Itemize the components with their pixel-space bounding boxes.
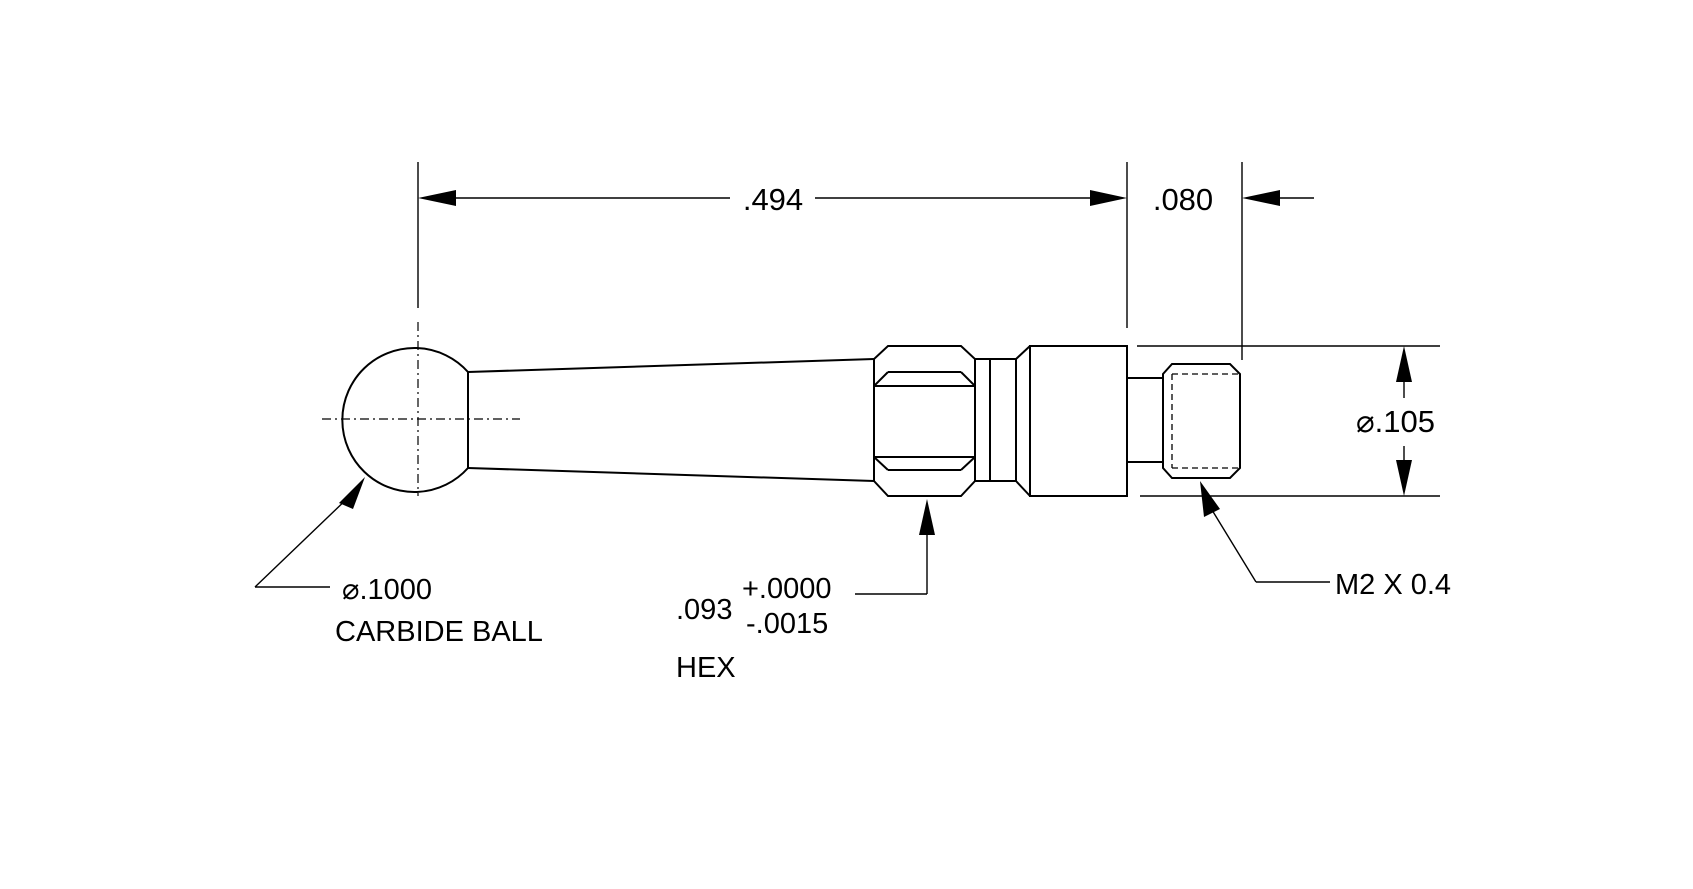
collar xyxy=(1029,345,1128,497)
thread-spec-text: M2 X 0.4 xyxy=(1335,569,1451,601)
arrowhead-thread xyxy=(1200,481,1220,517)
ball-material-text: CARBIDE BALL xyxy=(335,616,543,648)
ball-diameter-symbol: ⌀ xyxy=(342,574,359,606)
arrowhead-ball xyxy=(339,477,365,509)
ball-callout: ⌀.1000 CARBIDE BALL xyxy=(254,477,543,648)
diameter-symbol: ⌀ xyxy=(1356,404,1375,439)
ball-size-text: .1000 xyxy=(359,574,432,606)
neck-groove xyxy=(975,345,1031,497)
arrowhead-left xyxy=(418,190,456,206)
arrowhead-dia-bottom xyxy=(1396,460,1412,496)
arrowhead-right xyxy=(1090,190,1127,206)
shank-top-edge xyxy=(467,358,875,373)
thread-relief xyxy=(1127,377,1163,463)
hex-tol-plus-text: +.0000 xyxy=(742,573,832,605)
carbide-ball-outline xyxy=(341,347,469,493)
dimension-thread-length: .080 xyxy=(1153,162,1314,360)
dimension-diameter: ⌀.105 xyxy=(1137,345,1440,497)
svg-text:⌀.105: ⌀.105 xyxy=(1356,404,1435,439)
dim-thread-length-text: .080 xyxy=(1153,182,1213,217)
dim-diameter-text: .105 xyxy=(1375,404,1435,439)
hex-body xyxy=(873,345,976,497)
stylus-part xyxy=(322,322,1241,497)
arrowhead-thread-length xyxy=(1242,190,1280,206)
hex-callout: .093 +.0000 -.0015 HEX xyxy=(676,499,935,684)
dim-overall-length-text: .494 xyxy=(743,182,803,217)
threaded-end xyxy=(1162,363,1241,479)
hex-label-text: HEX xyxy=(676,652,736,684)
hex-tol-minus-text: -.0015 xyxy=(746,608,828,640)
arrowhead-dia-top xyxy=(1396,346,1412,382)
shank-bottom-edge xyxy=(467,467,875,482)
svg-text:⌀.1000: ⌀.1000 xyxy=(342,574,432,606)
hex-nominal-text: .093 xyxy=(676,594,732,626)
dimension-overall-length: .494 xyxy=(417,162,1128,328)
thread-callout: M2 X 0.4 xyxy=(1200,481,1451,601)
arrowhead-hex xyxy=(919,499,935,535)
